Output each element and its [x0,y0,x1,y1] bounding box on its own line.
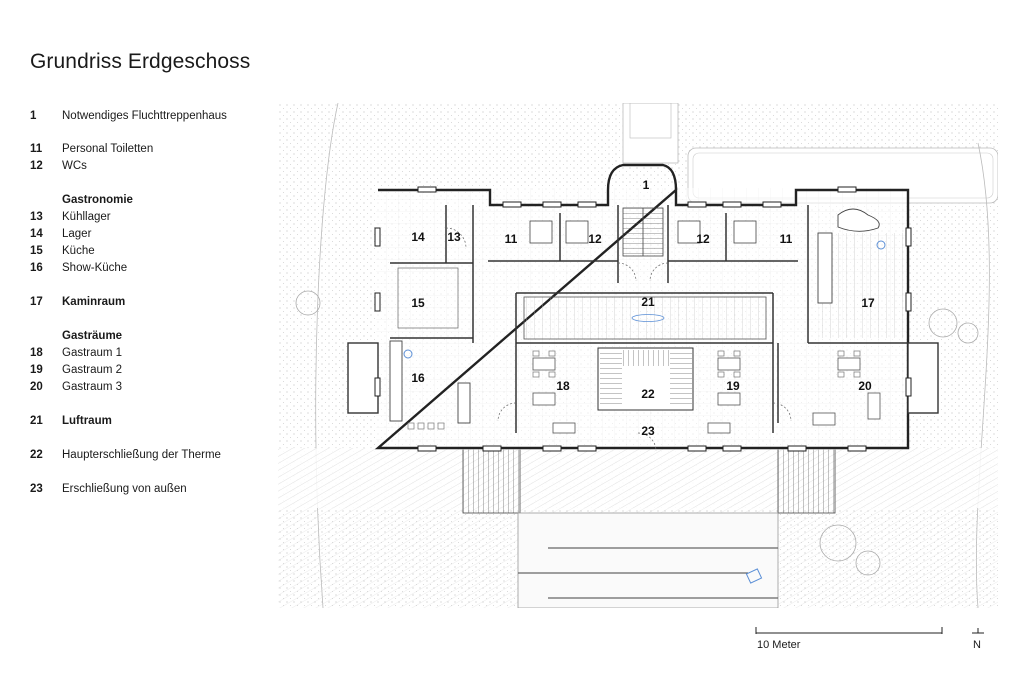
interior-walls [390,205,908,433]
fireplace-bench [817,232,833,304]
legend-label: Küche [62,245,95,257]
legend-number: 23 [30,483,43,495]
legend-number: 13 [30,211,43,223]
legend-number: 1 [30,110,37,122]
legend-number: 14 [30,228,43,240]
room-label-22: 22 [641,387,655,401]
legend-item: 16 Show-Küche [30,260,127,277]
north-arrow-icon [972,628,984,634]
legend-label: Luftraum [62,415,112,427]
legend-number: 11 [30,143,43,155]
room-label-12-right: 12 [696,232,710,246]
legend-label: WCs [62,160,87,172]
legend-label: Kaminraum [62,296,126,308]
room-label-18: 18 [556,379,570,393]
bay-left [347,342,379,414]
legend-label: Haupterschließung der Therme [62,449,221,461]
top-walkway-inner [629,103,672,139]
legend-number: 15 [30,245,43,257]
chairs [407,350,861,430]
kitchen-island [457,382,471,424]
legend-label: Gastraum 3 [62,381,123,393]
wc-stalls [529,220,757,244]
legend-item: 15 Küche [30,243,95,260]
legend-label: Personal Toiletten [62,143,154,155]
legend-number: 16 [30,262,43,274]
luftraum-void [523,296,767,340]
dining-tables [532,357,881,434]
legend-label: Kühllager [62,211,111,223]
scale-label: 10 Meter [757,639,801,651]
legend-item: 19 Gastraum 2 [30,362,122,379]
legend-number: 21 [30,415,43,427]
room-label-12-left: 12 [588,232,602,246]
legend-item: 20 Gastraum 3 [30,379,122,396]
top-walkway [622,103,679,164]
room-label-16: 16 [411,371,425,385]
legend-number: 18 [30,347,43,359]
ramp-right [777,447,836,514]
legend-label: Gastraum 1 [62,347,123,359]
kitchen-counter [389,340,403,422]
page-title: Grundriss Erdgeschoss [30,50,251,73]
legend-number: 22 [30,449,43,461]
terrace-band-hatch [278,448,998,508]
room-label-23: 23 [641,424,655,438]
room-label-20: 20 [858,379,872,393]
room-label-17: 17 [861,296,875,310]
lower-access [517,512,779,608]
fireplace [837,208,880,232]
room-label-14: 14 [411,230,425,244]
legend-item: 18 Gastraum 1 [30,345,122,362]
trees [295,290,979,576]
scale-bar [755,627,943,634]
legend-heading: Gasträume [62,330,123,342]
legend-item: 13 Kühllager [30,209,111,226]
legend-item: 12 WCs [30,158,87,175]
room-label-19: 19 [726,379,740,393]
legend-label: Show-Küche [62,262,128,274]
legend-item: 22 Haupterschließung der Therme [30,447,221,464]
legend-number: 19 [30,364,43,376]
legend-item: 21 Luftraum [30,413,112,430]
door-swings [445,227,792,452]
legend-heading: Gastronomie [62,194,133,206]
legend-item: 17 Kaminraum [30,294,125,311]
windows [374,186,912,452]
room-label-15: 15 [411,296,425,310]
room-label-13: 13 [447,230,461,244]
floor-plan: 1 14 13 11 12 12 11 17 15 21 16 18 22 19… [278,103,998,608]
legend-label: Gastraum 2 [62,364,123,376]
legend-item: 11 Personal Toiletten [30,141,153,158]
accessibility-markers [403,240,886,584]
room-label-21: 21 [641,295,655,309]
room-label-11-right: 11 [780,232,793,246]
legend-item: 14 Lager [30,226,91,243]
room-labels: 1 14 13 11 12 12 11 17 15 21 16 18 22 19… [411,178,875,438]
legend-number: 17 [30,296,43,308]
legend-item: 1 Notwendiges Fluchttreppenhaus [30,108,227,125]
legend-label: Lager [62,228,92,240]
kitchen-counter-15 [397,267,459,329]
legend-item: 23 Erschließung von außen [30,481,187,498]
legend-number: 12 [30,160,43,172]
room-label-11-left: 11 [505,232,518,246]
legend-label: Notwendiges Fluchttreppenhaus [62,110,227,122]
legend-label: Erschließung von außen [62,483,187,495]
bay-right [907,342,939,414]
legend-number: 20 [30,381,43,393]
north-label: N [973,639,981,651]
room-label-1: 1 [643,178,650,192]
ramp-left [462,447,521,514]
